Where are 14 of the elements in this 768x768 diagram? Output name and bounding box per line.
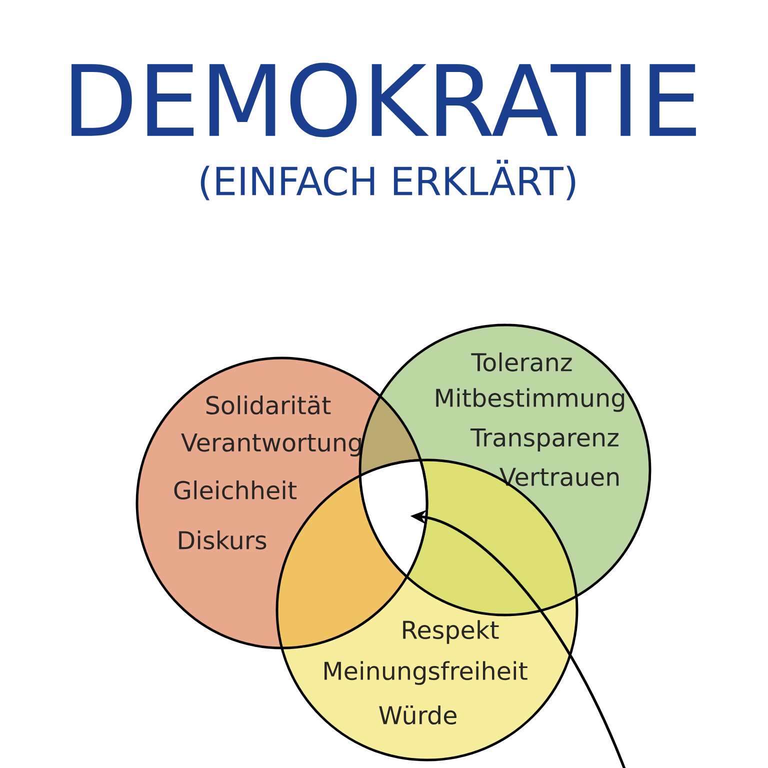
circle-label: Meinungsfreiheit	[324, 661, 528, 685]
circle-label: Transparenz	[470, 428, 618, 452]
circle-label: Solidarität	[206, 395, 331, 415]
circle-label: Würde	[379, 705, 456, 725]
circle-label: Mitbestimmung	[436, 388, 624, 412]
circle-label: Respekt	[403, 620, 499, 644]
center-intersection	[358, 458, 428, 578]
circle-label: Verantwortung	[181, 433, 361, 457]
title: DEMOKRATIE	[72, 62, 696, 138]
circle-label: Toleranz	[471, 352, 572, 372]
circle-label: Gleichheit	[174, 480, 297, 500]
circle-label: Diskurs	[179, 530, 266, 550]
circle-label: Vertrauen	[500, 468, 619, 486]
subtitle: (EINFACH ERKLÄRT)	[200, 160, 576, 200]
